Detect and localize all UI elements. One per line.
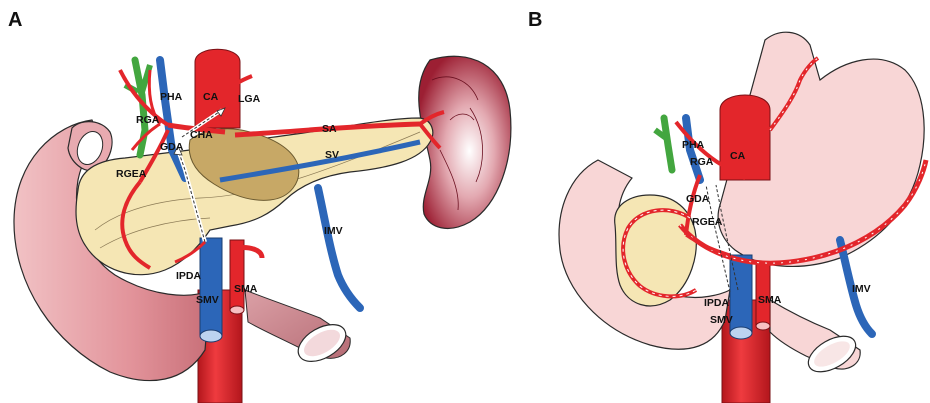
celiac-axis [195, 49, 240, 128]
bile-duct-b [664, 118, 672, 170]
label-rgea: RGEA [116, 168, 147, 180]
label-smv: SMV [196, 294, 219, 306]
label-rga: RGA [136, 114, 160, 126]
label-sma-b: SMA [758, 294, 782, 306]
label-sma: SMA [234, 283, 258, 295]
label-sa: SA [322, 123, 337, 135]
label-rgea-b: RGEA [692, 216, 723, 228]
label-ca: CA [203, 91, 219, 103]
smv [200, 238, 222, 335]
label-pha-b: PHA [682, 139, 705, 151]
label-imv-b: IMV [852, 283, 871, 295]
smv-b [730, 255, 752, 332]
label-ca-b: CA [730, 150, 746, 162]
label-sv: SV [325, 149, 339, 161]
label-gda: GDA [160, 141, 184, 153]
panel-b-label: B [528, 9, 542, 31]
label-rga-b: RGA [690, 156, 714, 168]
imv [318, 188, 360, 308]
label-pha: PHA [160, 91, 183, 103]
label-ipda: IPDA [176, 270, 202, 282]
panel-b: B [528, 9, 926, 403]
panel-a-label: A [8, 9, 22, 31]
label-ipda-b: IPDA [704, 297, 730, 309]
label-gda-b: GDA [686, 193, 710, 205]
label-imv: IMV [324, 225, 343, 237]
celiac-trunk-b [720, 95, 770, 180]
label-cha: CHA [190, 129, 213, 141]
sma [230, 240, 244, 310]
label-lga: LGA [238, 93, 261, 105]
panel-a: A [8, 9, 511, 403]
label-smv-b: SMV [710, 314, 733, 326]
